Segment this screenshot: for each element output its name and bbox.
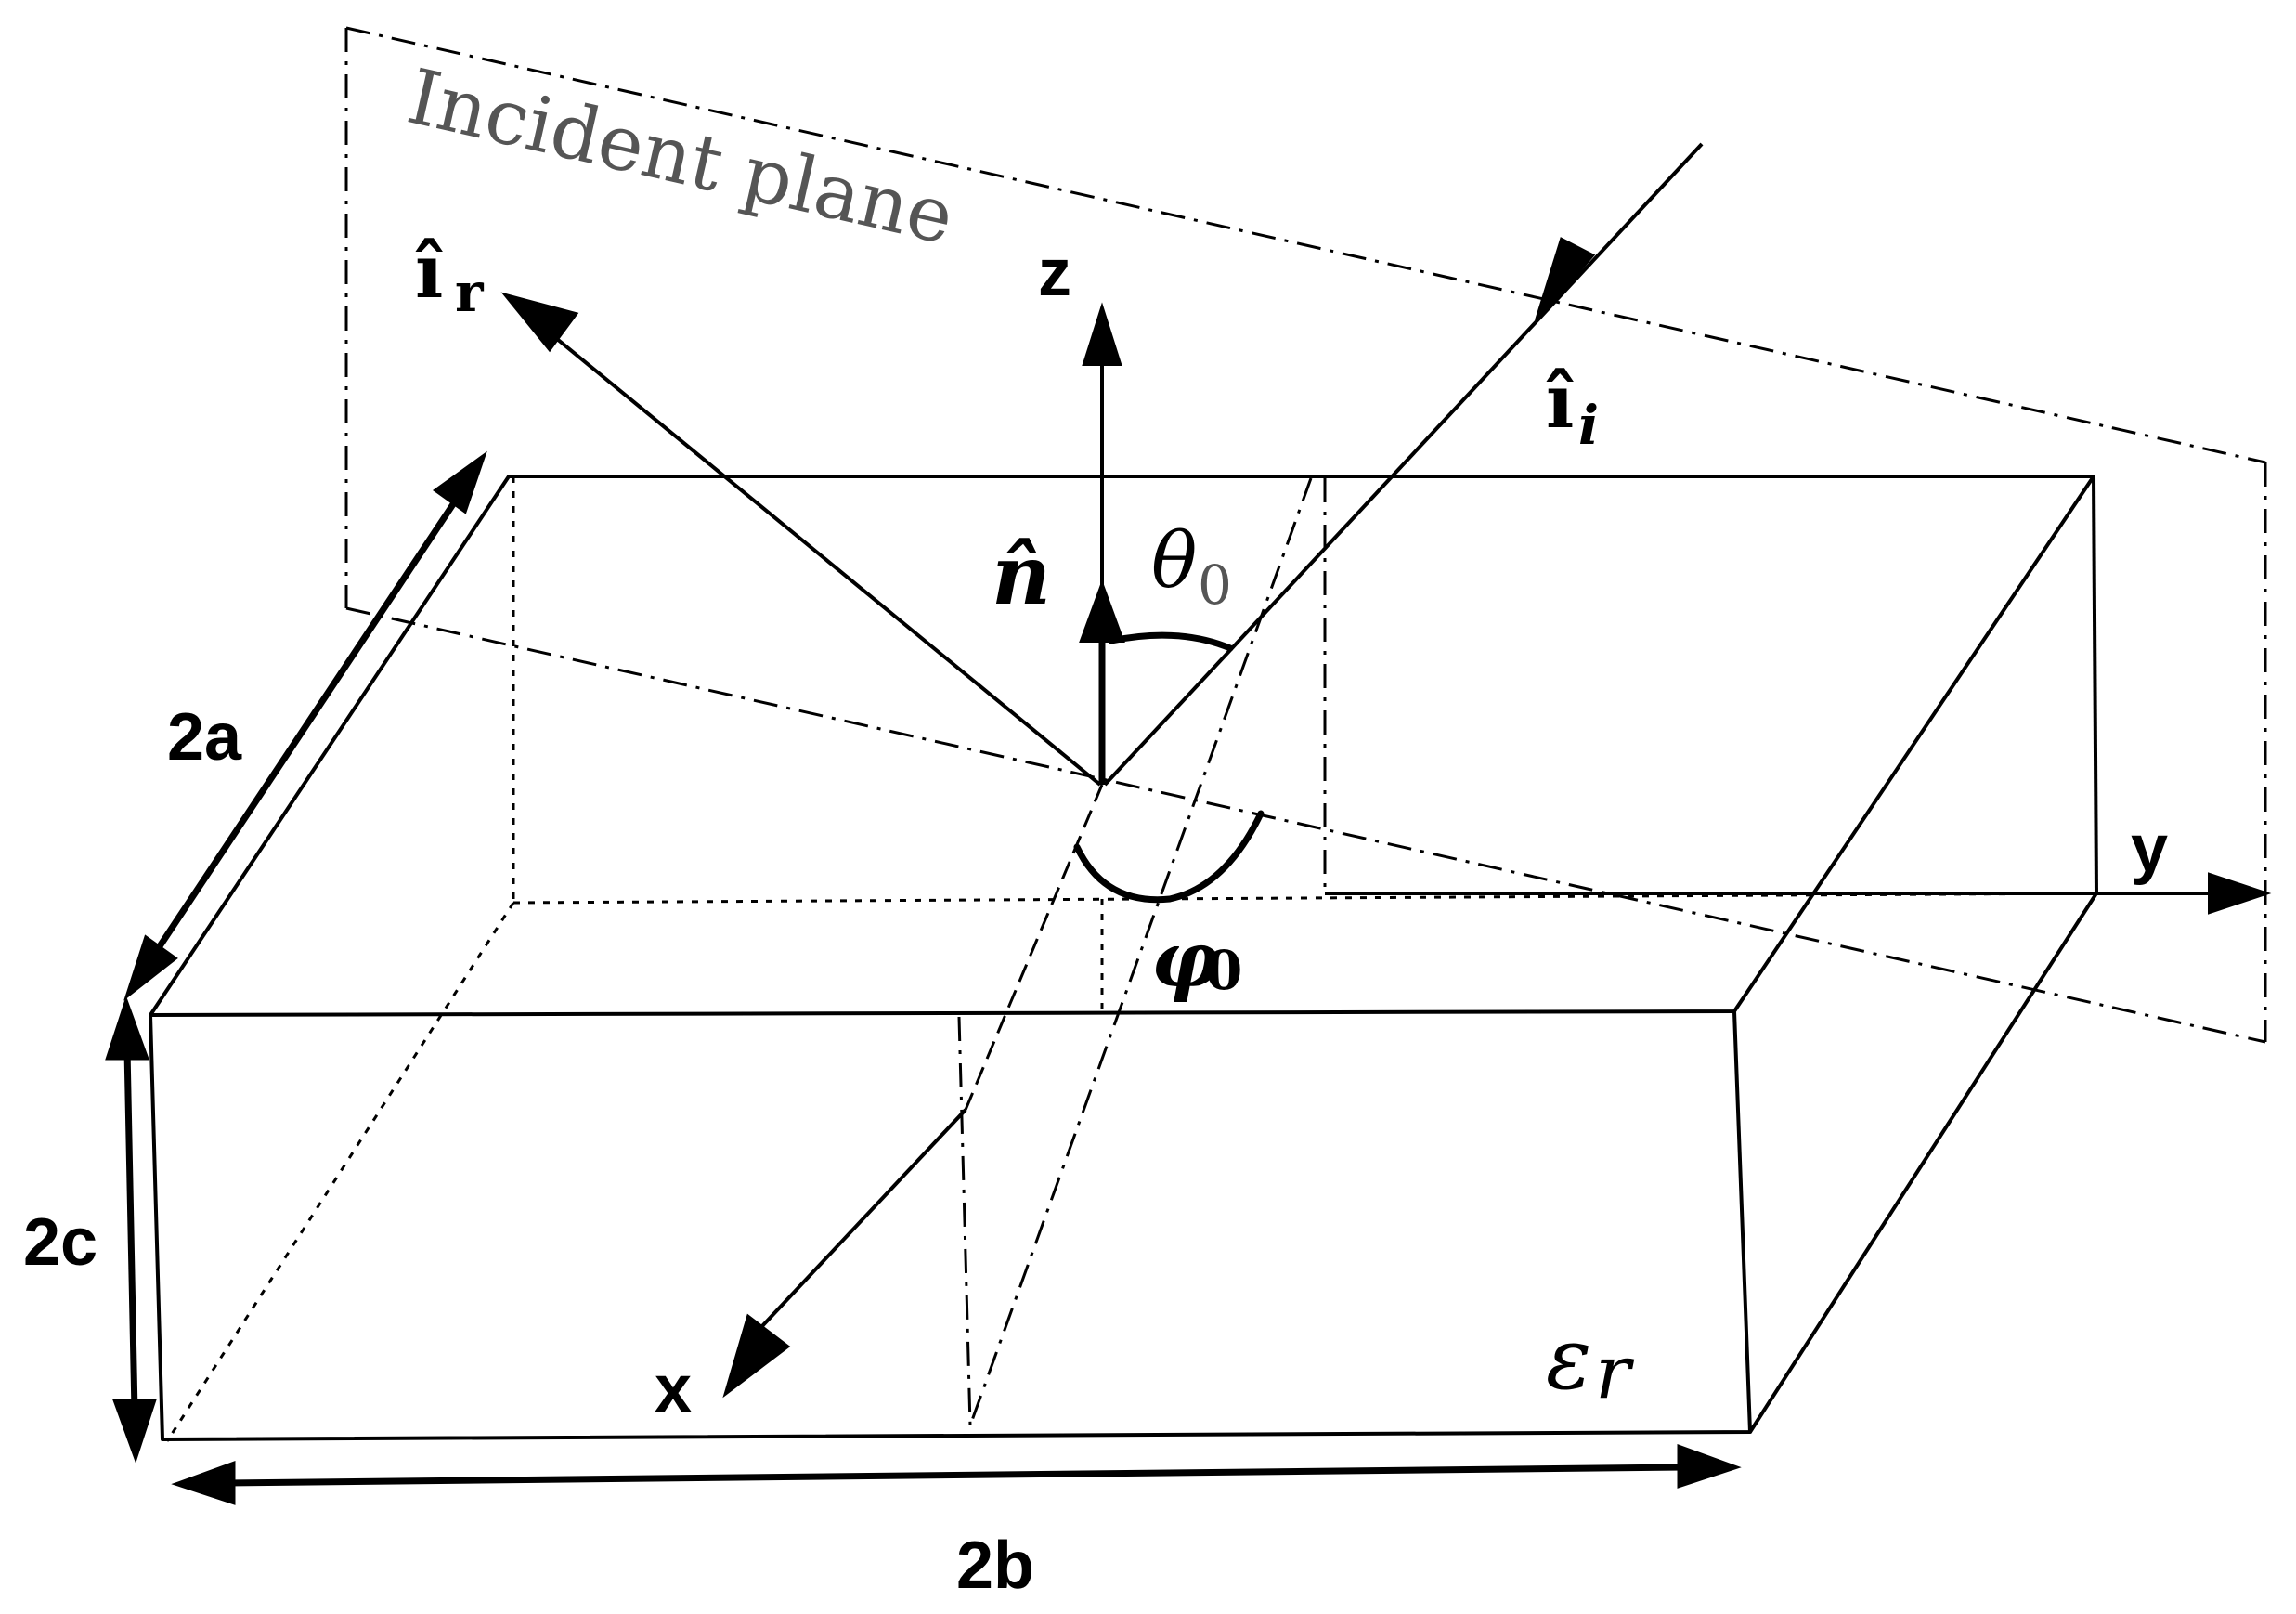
angle-arcs (1073, 631, 1265, 904)
box-right-bottom-depth (1748, 892, 2098, 1434)
normal-vector-arrowhead (1079, 579, 1125, 643)
x-axis-label: x (655, 1352, 692, 1426)
theta-subscript: 0 (1198, 553, 1232, 617)
incident-plane-bottom-edge (345, 606, 2266, 1044)
incident-vector-subscript: i (1578, 394, 1599, 457)
theta-symbol: θ (1151, 517, 1197, 605)
dim-a-arrowhead-bottom (123, 934, 178, 1001)
incident-ray-arrowhead (1535, 237, 1596, 322)
dim-a-label: 2a (167, 700, 242, 774)
reflected-ray-arrowhead (500, 292, 579, 353)
dielectric-box (149, 475, 2098, 1441)
dim-c-arrowhead-bottom (112, 1399, 157, 1464)
z-axis-arrowhead (1082, 302, 1122, 366)
reflected-ray (555, 337, 1102, 787)
permittivity-subscript: r (1595, 1329, 1635, 1415)
dim-b-arrowhead-right (1677, 1444, 1742, 1489)
y-axis-label: y (2131, 812, 2168, 886)
dim-a-arrowhead-top (432, 450, 487, 514)
phi-angle-arc (1073, 810, 1265, 904)
dim-c-arrowhead-top (105, 996, 149, 1061)
dim-b-label: 2b (956, 1529, 1034, 1603)
reflected-vector-symbol: î (415, 228, 443, 315)
theta-angle-label: θ 0 (1151, 517, 1232, 617)
z-axis-label: z (1038, 236, 1071, 310)
x-axis-line (746, 1108, 967, 1344)
incident-plane-front-trace (957, 1016, 972, 1426)
box-hidden-back-bottom (512, 892, 2097, 905)
x-axis-dashed-part (964, 784, 1104, 1111)
box-back-right-vertical (2092, 475, 2098, 894)
incident-plane-label: Incident plane (400, 53, 962, 262)
incident-plane-top-edge (345, 26, 2266, 464)
y-axis-arrowhead (2208, 872, 2272, 915)
phi-subscript: 0 (1205, 939, 1242, 1002)
dim-b-arrowhead-left (171, 1461, 236, 1505)
rays (500, 142, 1704, 787)
theta-angle-arc (1108, 631, 1234, 652)
reflected-vector-label: î r (415, 228, 485, 324)
dim-a-line (153, 500, 458, 954)
dim-c-line (123, 1048, 138, 1412)
dim-c-label: 2c (23, 1205, 97, 1280)
phi-angle-label: φ 0 (1151, 916, 1242, 1005)
coordinate-axes (722, 302, 2272, 1399)
normal-vector-label: n̂ (992, 527, 1051, 623)
reflected-vector-subscript: r (455, 261, 485, 324)
permittivity-label: ε r (1546, 1309, 1635, 1415)
incident-plane-trace-dashdot (968, 477, 1313, 1426)
phi-symbol: φ (1151, 916, 1220, 1005)
incident-vector-label: î i (1546, 358, 1599, 457)
incident-vector-symbol: î (1546, 358, 1574, 445)
x-axis-arrowhead (722, 1313, 791, 1399)
dimension-arrows (105, 450, 1742, 1505)
box-hidden-left-bottom-depth (165, 902, 515, 1442)
box-front-face (149, 1010, 1752, 1441)
incident-plane (344, 26, 2267, 1044)
dim-b-line (227, 1464, 1686, 1487)
permittivity-symbol: ε (1546, 1309, 1591, 1409)
box-top-face (149, 475, 2095, 1017)
box-hidden-edges (165, 476, 2097, 1442)
incident-ray (1103, 142, 1704, 787)
